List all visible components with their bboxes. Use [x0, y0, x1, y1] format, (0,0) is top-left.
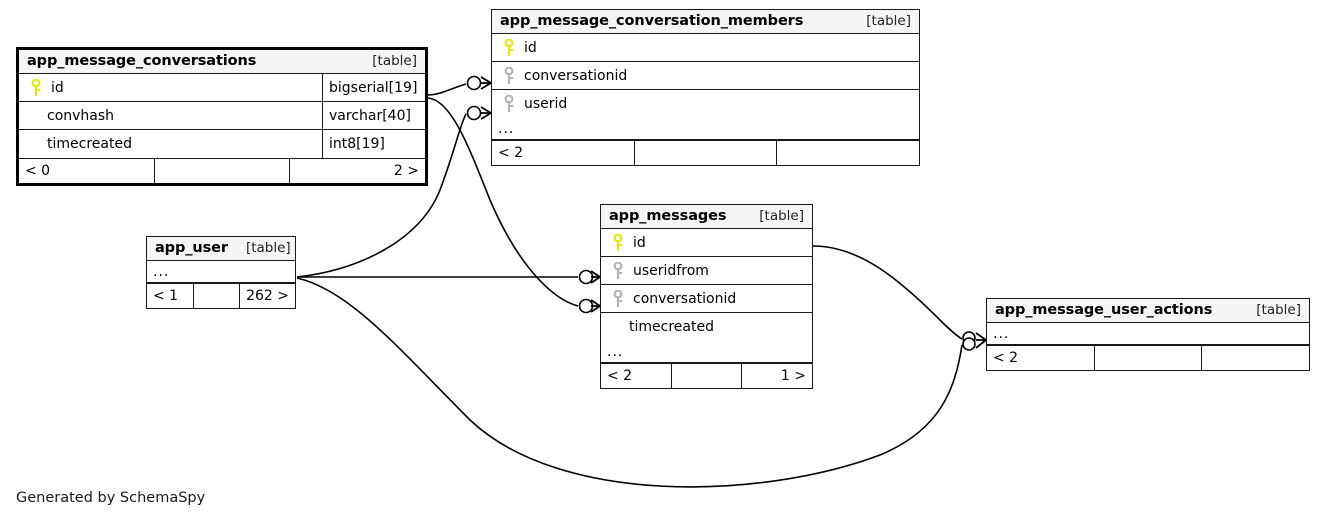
footer-parents-count[interactable]: < 2: [987, 346, 1095, 370]
column-row[interactable]: timecreated int8[19]: [19, 130, 425, 158]
footer-parents-count[interactable]: < 1: [147, 284, 194, 308]
table-type-tag: [table]: [372, 53, 417, 69]
footer-parents-count[interactable]: < 2: [601, 364, 672, 388]
table-header-app_message_conversations: app_message_conversations [table]: [19, 50, 425, 74]
column-row[interactable]: useridfrom: [601, 257, 812, 285]
footer-parents-count[interactable]: < 0: [19, 159, 155, 183]
footer-middle: [194, 284, 241, 308]
column-name: useridfrom: [633, 262, 709, 279]
column-name-cell: conversationid: [492, 62, 919, 89]
footer-parents-count[interactable]: < 2: [492, 141, 635, 165]
column-row[interactable]: conversationid: [492, 62, 919, 90]
foreign-key-icon: [498, 66, 520, 85]
table-app_message_conversations[interactable]: app_message_conversations [table] id bigser…: [16, 47, 428, 186]
more-columns-ellipsis[interactable]: ...: [492, 118, 919, 140]
more-columns-ellipsis[interactable]: ...: [987, 323, 1309, 345]
table-header-app_messages: app_messages [table]: [601, 205, 812, 229]
table-app_message_conversation_members[interactable]: app_message_conversation_members [table] i…: [491, 9, 920, 166]
column-name-cell: timecreated: [19, 130, 322, 158]
footer-children-count[interactable]: 2 >: [393, 163, 420, 179]
table-type-tag: [table]: [866, 13, 911, 29]
column-name: conversationid: [524, 67, 628, 84]
footer-middle: [635, 141, 778, 165]
column-row[interactable]: timecreated: [601, 313, 812, 341]
primary-key-icon: [498, 38, 520, 57]
table-type-tag: [table]: [759, 208, 804, 224]
footer-middle: [672, 364, 743, 388]
table-type-tag: [table]: [245, 240, 291, 256]
column-name: id: [524, 39, 537, 56]
footer-children-count[interactable]: 1 >: [780, 368, 807, 384]
table-footer-app_message_user_actions: < 2: [987, 345, 1309, 370]
more-columns-ellipsis[interactable]: ...: [147, 261, 295, 283]
footer-middle: [155, 159, 291, 183]
column-row[interactable]: id: [492, 34, 919, 62]
footer-children-count[interactable]: [1202, 346, 1309, 370]
column-name-cell: convhash: [19, 102, 322, 129]
foreign-key-icon: [607, 289, 629, 308]
footer-children-count[interactable]: 262 >: [246, 288, 289, 304]
column-name-cell: id: [19, 74, 322, 101]
table-columns: id useridfrom conversationid timecreated: [601, 229, 812, 341]
column-name-cell: conversationid: [601, 285, 812, 312]
column-name: convhash: [47, 107, 115, 124]
column-row[interactable]: id: [601, 229, 812, 257]
column-name: userid: [524, 96, 568, 112]
column-type: bigserial[19]: [322, 74, 425, 101]
column-name-cell: useridfrom: [601, 257, 812, 284]
column-name: id: [51, 79, 64, 96]
column-name: conversationid: [633, 290, 737, 307]
column-name-cell: id: [601, 229, 812, 256]
column-name: timecreated: [629, 319, 714, 335]
table-type-tag: [table]: [1256, 302, 1301, 318]
edge-conversations-to-members: [427, 83, 467, 96]
column-row[interactable]: userid: [492, 90, 919, 118]
table-title: app_user: [155, 240, 228, 256]
column-row[interactable]: convhash varchar[40]: [19, 102, 425, 130]
column-row[interactable]: id bigserial[19]: [19, 74, 425, 102]
table-footer-app_messages: < 2 1 >: [601, 363, 812, 388]
column-row[interactable]: conversationid: [601, 285, 812, 313]
foreign-key-icon: [498, 95, 520, 113]
edge-messages-to-user-actions: [812, 245, 963, 340]
column-name: id: [633, 234, 646, 251]
table-title: app_messages: [609, 208, 727, 224]
column-type: int8[19]: [322, 130, 425, 158]
table-title: app_message_user_actions: [995, 302, 1213, 318]
footer-middle: [1095, 346, 1203, 370]
more-columns-ellipsis[interactable]: ...: [601, 341, 812, 363]
column-name-cell: id: [492, 34, 919, 61]
table-header-app_message_conversation_members: app_message_conversation_members [table]: [492, 10, 919, 34]
table-title: app_message_conversation_members: [500, 13, 804, 29]
table-app_user[interactable]: app_user [table]...< 1 262 >: [146, 236, 296, 309]
table-app_message_user_actions[interactable]: app_message_user_actions [table]...< 2: [986, 298, 1310, 371]
column-name-cell: timecreated: [601, 313, 812, 341]
table-columns: id conversationid userid: [492, 34, 919, 118]
table-footer-app_user: < 1 262 >: [147, 283, 295, 308]
table-app_messages[interactable]: app_messages [table] id useridfrom conversat…: [600, 204, 813, 389]
table-header-app_user: app_user [table]: [147, 237, 295, 261]
column-name-cell: userid: [492, 90, 919, 118]
table-footer-app_message_conversation_members: < 2: [492, 140, 919, 165]
foreign-key-icon: [607, 261, 629, 280]
column-name: timecreated: [47, 136, 132, 152]
primary-key-icon: [25, 78, 47, 97]
table-title: app_message_conversations: [27, 53, 257, 69]
table-header-app_message_user_actions: app_message_user_actions [table]: [987, 299, 1309, 323]
column-type: varchar[40]: [322, 102, 425, 129]
generated-by-credit: Generated by SchemaSpy: [16, 490, 206, 506]
footer-children-count[interactable]: [777, 141, 919, 165]
primary-key-icon: [607, 233, 629, 252]
table-footer-app_message_conversations: < 0 2 >: [19, 158, 425, 183]
